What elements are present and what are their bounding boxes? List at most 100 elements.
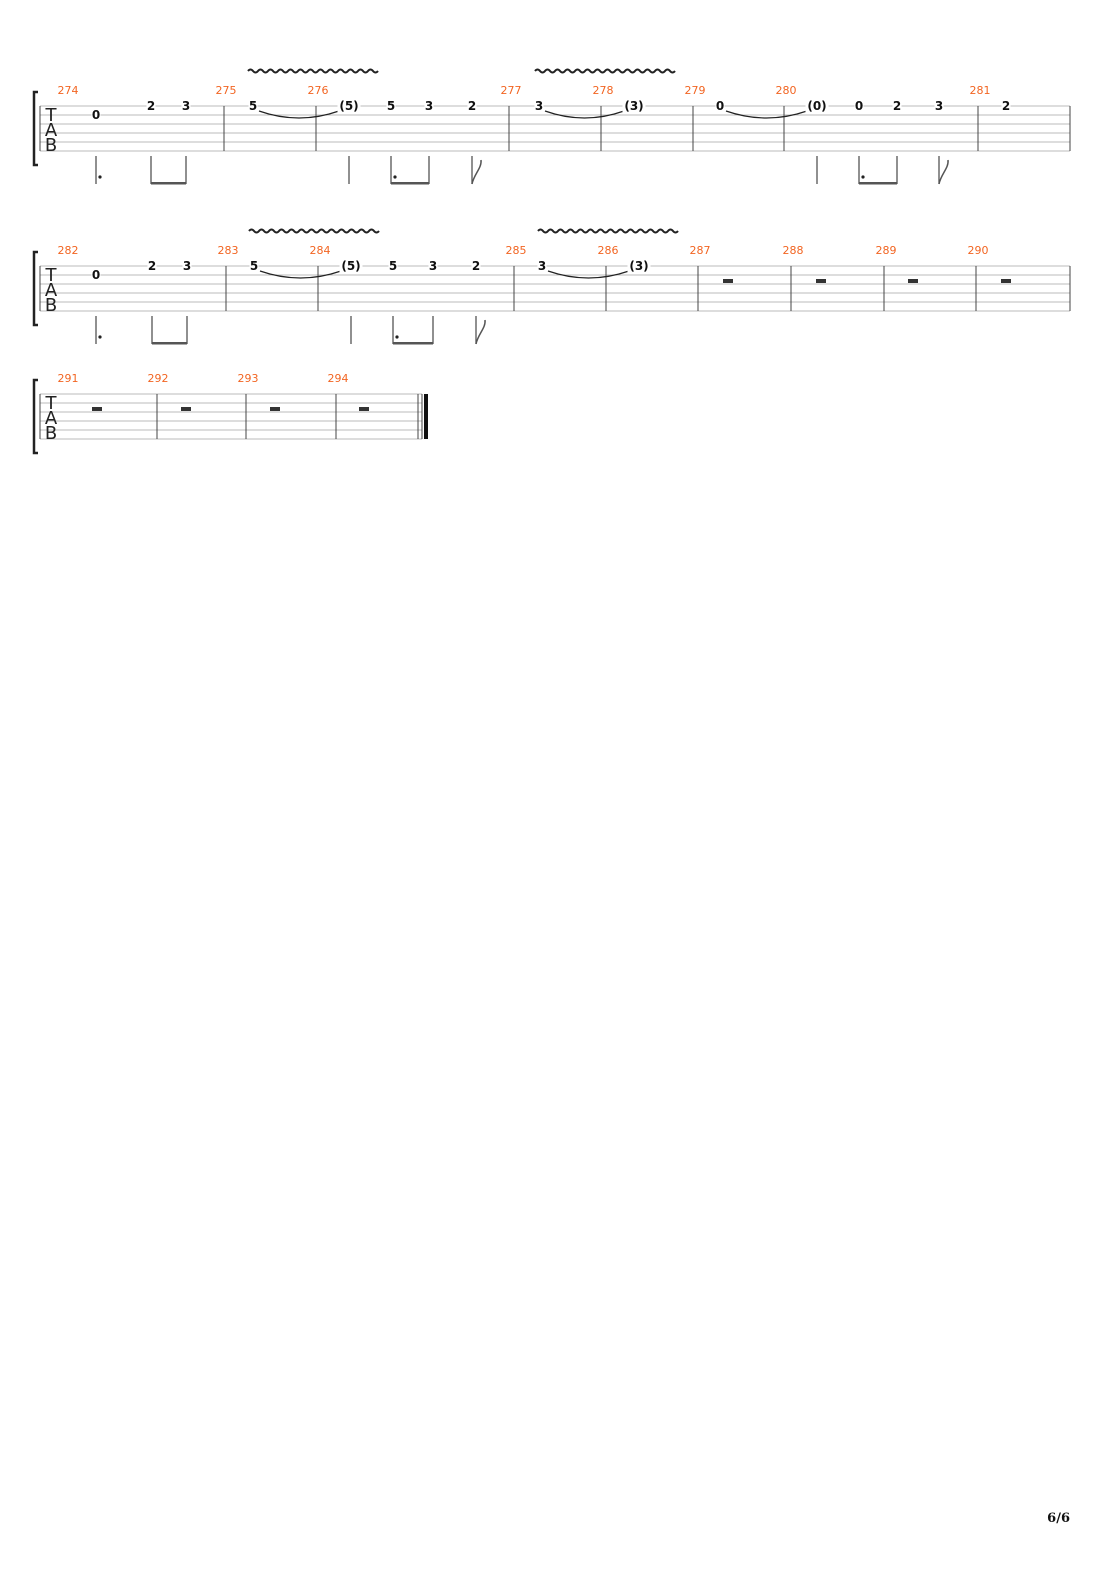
final-barline-thick	[424, 394, 428, 439]
fret-number: (0)	[807, 99, 826, 113]
measure-number: 290	[968, 244, 989, 257]
fret-knockout	[537, 260, 547, 272]
rhythm-dot	[98, 175, 102, 179]
fret-knockout	[627, 260, 651, 272]
fret-knockout	[146, 100, 156, 112]
note-beam	[152, 342, 187, 345]
fret-knockout	[428, 260, 438, 272]
rhythm-dot	[393, 175, 397, 179]
measure-number: 293	[238, 372, 259, 385]
tie-arc	[725, 110, 808, 119]
fret-knockout	[249, 260, 259, 272]
fret-knockout	[471, 260, 481, 272]
fret-knockout	[337, 100, 361, 112]
tab-clef-letter: B	[45, 295, 57, 316]
fret-number: 2	[147, 99, 155, 113]
fret-number: (5)	[341, 259, 360, 273]
note-beam	[393, 342, 433, 345]
whole-rest	[816, 279, 826, 283]
fret-knockout	[91, 269, 101, 281]
note-beam	[391, 182, 429, 185]
fret-number: 3	[183, 259, 191, 273]
measure-number: 283	[218, 244, 239, 257]
fret-number: (5)	[339, 99, 358, 113]
fret-knockout	[386, 100, 396, 112]
measure-number: 278	[593, 84, 614, 97]
whole-rest	[270, 407, 280, 411]
vibrato-mark	[537, 228, 679, 234]
tie-arc	[259, 270, 342, 279]
rhythm-dot	[98, 335, 102, 339]
measure-number: 280	[776, 84, 797, 97]
fret-number: 3	[182, 99, 190, 113]
measure-number: 277	[501, 84, 522, 97]
tie-arc	[547, 270, 630, 279]
fret-knockout	[388, 260, 398, 272]
fret-number: 0	[716, 99, 724, 113]
fret-knockout	[424, 100, 434, 112]
system-bracket	[32, 378, 38, 455]
fret-number: (3)	[629, 259, 648, 273]
fret-knockout	[622, 100, 646, 112]
eighth-flag	[475, 319, 486, 345]
fret-number: 2	[1002, 99, 1010, 113]
measure-number: 285	[506, 244, 527, 257]
tab-clef-letter: T	[45, 393, 58, 414]
measure-number: 287	[690, 244, 711, 257]
whole-rest	[723, 279, 733, 283]
fret-number: 2	[893, 99, 901, 113]
fret-number: 0	[92, 268, 100, 282]
note-beam	[859, 182, 897, 185]
fret-knockout	[467, 100, 477, 112]
fret-number: 3	[425, 99, 433, 113]
fret-knockout	[248, 100, 258, 112]
system-bracket	[32, 250, 38, 327]
fret-knockout	[534, 100, 544, 112]
fret-number: 2	[468, 99, 476, 113]
whole-rest	[908, 279, 918, 283]
whole-rest	[92, 407, 102, 411]
measure-number: 294	[328, 372, 349, 385]
measure-number: 281	[970, 84, 991, 97]
fret-number: 5	[249, 99, 257, 113]
fret-number: 5	[387, 99, 395, 113]
tie-arc	[544, 110, 625, 119]
eighth-flag	[471, 159, 482, 185]
fret-knockout	[1001, 100, 1011, 112]
page-number: 6/6	[1047, 1511, 1070, 1526]
whole-rest	[181, 407, 191, 411]
measure-number: 282	[58, 244, 79, 257]
fret-number: 3	[535, 99, 543, 113]
measure-number: 276	[308, 84, 329, 97]
fret-number: (3)	[624, 99, 643, 113]
vibrato-mark	[534, 68, 676, 74]
fret-number: 3	[429, 259, 437, 273]
measure-number: 286	[598, 244, 619, 257]
system-bracket	[32, 90, 38, 167]
fret-number: 0	[92, 108, 100, 122]
fret-number: 5	[250, 259, 258, 273]
measure-number: 288	[783, 244, 804, 257]
fret-knockout	[339, 260, 363, 272]
fret-number: 3	[538, 259, 546, 273]
rhythm-dot	[395, 335, 399, 339]
fret-number: 2	[148, 259, 156, 273]
tab-clef-letter: A	[45, 120, 58, 141]
measure-number: 289	[876, 244, 897, 257]
tab-clef-letter: T	[45, 265, 58, 286]
fret-number: 5	[389, 259, 397, 273]
note-beam	[151, 182, 186, 185]
vibrato-mark	[247, 68, 379, 74]
measure-number: 274	[58, 84, 79, 97]
rhythm-dot	[861, 175, 865, 179]
vibrato-mark	[248, 228, 380, 234]
fret-knockout	[805, 100, 829, 112]
measure-number: 291	[58, 372, 79, 385]
tab-clef-letter: T	[45, 105, 58, 126]
fret-number: 0	[855, 99, 863, 113]
fret-knockout	[181, 100, 191, 112]
fret-knockout	[854, 100, 864, 112]
fret-knockout	[182, 260, 192, 272]
fret-number: 2	[472, 259, 480, 273]
